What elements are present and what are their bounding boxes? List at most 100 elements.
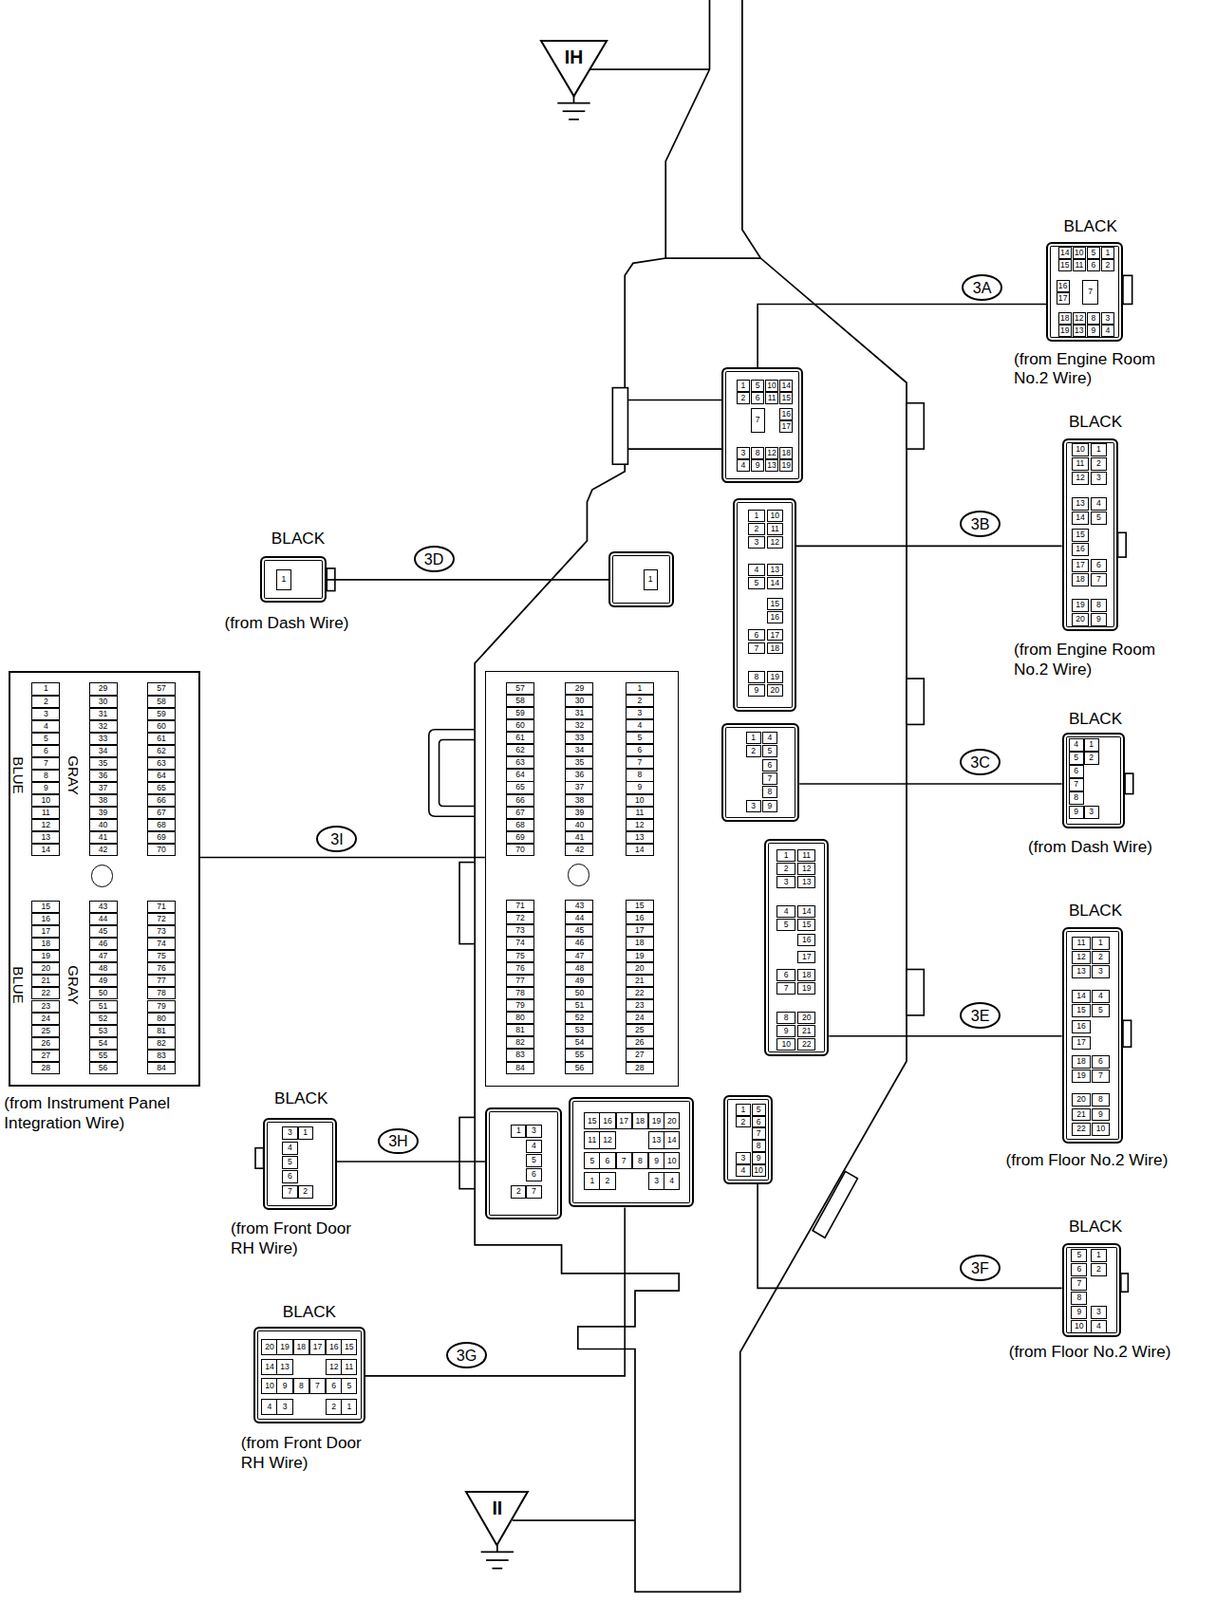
pin-number: 18 — [779, 447, 793, 460]
pin-number: 9 — [776, 1025, 795, 1038]
connector-latch — [1121, 1273, 1129, 1292]
pin-number: 7 — [1090, 573, 1107, 587]
pin-number: 12 — [1071, 471, 1088, 486]
code-text: 3H — [388, 1133, 409, 1149]
pin-number: 8 — [1086, 312, 1101, 325]
pin-number: 10 — [31, 794, 60, 807]
pin-number: 4 — [1068, 738, 1085, 752]
pin-number: 12 — [31, 819, 60, 832]
pin-number: 9 — [762, 800, 778, 813]
pin-number: 77 — [505, 974, 535, 988]
pin-number: 62 — [505, 744, 535, 757]
pin-number: 83 — [147, 1049, 176, 1063]
pin-number: 30 — [564, 694, 594, 708]
pin-number: 13 — [1072, 324, 1086, 337]
pin-number: 19 — [767, 671, 784, 684]
connector-face: BLACK14105115116216177181283191394 — [1046, 242, 1123, 342]
connector-face: BLACK11112213314415516171861972082192210 — [1062, 927, 1124, 1144]
pin-number: 63 — [147, 757, 176, 770]
pin-number: 11 — [340, 1359, 357, 1376]
pin-number: 82 — [147, 1037, 176, 1050]
pin-number: 67 — [505, 806, 535, 820]
pin-number: 3 — [1090, 1306, 1107, 1320]
pin-number: 14 — [1071, 990, 1090, 1004]
pin-number: 7 — [616, 1152, 633, 1170]
pin-number: 53 — [564, 1024, 594, 1037]
pin-number: 72 — [505, 912, 535, 925]
connector-code-oval: 3D — [413, 545, 455, 573]
pin-number: 16 — [779, 408, 793, 421]
pin-number: 11 — [583, 1131, 600, 1149]
wire-lead — [326, 579, 609, 581]
pin-number: 73 — [505, 924, 535, 937]
pin-number: 48 — [89, 962, 118, 975]
pin-number: 49 — [564, 974, 594, 988]
pin-number: 80 — [147, 1012, 176, 1026]
pin-number: 27 — [31, 1049, 60, 1063]
pin-number: 3 — [735, 1152, 750, 1165]
pin-number: 5 — [1070, 1249, 1087, 1263]
pin-number: 13 — [31, 831, 60, 844]
pin-number: 24 — [625, 1011, 655, 1025]
pin-number: 28 — [625, 1062, 655, 1075]
pin-number: 37 — [564, 781, 594, 794]
pin-number: 46 — [89, 937, 118, 951]
pin-number: 18 — [625, 936, 655, 950]
pin-number: 4 — [1101, 324, 1115, 337]
connector-code-oval: 3C — [959, 748, 1001, 776]
pin-number: 9 — [1091, 1108, 1110, 1123]
pin-number: 12 — [765, 447, 779, 460]
pin-number: 24 — [31, 1012, 60, 1026]
pin-number: 30 — [89, 695, 118, 709]
pin-number: 18 — [293, 1339, 310, 1356]
pin-number: 10 — [261, 1378, 278, 1395]
pin-number: 67 — [147, 806, 176, 820]
pin-number: 10 — [1072, 246, 1086, 260]
pin-number: 14 — [797, 905, 816, 918]
pin-number: 14 — [779, 379, 793, 393]
pin-number: 3 — [1101, 312, 1115, 325]
pin-number: 10 — [765, 379, 779, 393]
pin-number: 70 — [147, 843, 176, 857]
code-text: II — [491, 1499, 503, 1518]
connector-color-note: BLACK — [1068, 1218, 1123, 1235]
pin-number: 1 — [643, 569, 658, 591]
connector-code-oval: 3I — [316, 825, 357, 853]
pin-number: 7 — [751, 1127, 767, 1141]
pin-number: 47 — [564, 950, 594, 963]
pin-number: 69 — [147, 831, 176, 844]
pin-number: 42 — [89, 843, 118, 857]
pin-number: 16 — [1071, 542, 1088, 557]
pin-number: 62 — [147, 745, 176, 758]
pin-number: 7 — [525, 1185, 542, 1199]
code-text: 3E — [971, 1008, 991, 1024]
pin-number: 9 — [1070, 1306, 1087, 1320]
pin-number: 15 — [767, 598, 784, 611]
pin-number: 5 — [281, 1156, 298, 1170]
pin-number: 21 — [625, 974, 655, 988]
wire-color-label: GRAY — [66, 756, 81, 797]
pin-number: 60 — [505, 719, 535, 732]
pin-number: 18 — [1058, 312, 1072, 325]
pin-number: 7 — [625, 756, 655, 769]
pin-number: 75 — [505, 950, 535, 963]
pin-number: 83 — [505, 1048, 535, 1062]
pin-number: 78 — [147, 987, 176, 1000]
pin-number: 10 — [1070, 1320, 1087, 1334]
ground-triangle — [539, 38, 609, 98]
pin-number: 81 — [505, 1024, 535, 1037]
pin-number: 3 — [648, 1172, 665, 1190]
pin-number: 8 — [1090, 598, 1107, 613]
pin-number: 14 — [767, 577, 784, 590]
connector-color-note: BLACK — [274, 1091, 328, 1108]
pin-number: 16 — [625, 912, 655, 925]
pin-number: 13 — [1071, 497, 1088, 511]
pin-number: 3 — [281, 1126, 298, 1141]
pin-number: 15 — [1071, 528, 1088, 543]
pin-number: 10 — [1091, 1122, 1110, 1137]
connector-latch — [1124, 773, 1134, 795]
pin-number: 8 — [750, 447, 765, 460]
pin-number: 19 — [797, 982, 816, 995]
pin-number: 32 — [564, 719, 594, 732]
pin-number: 77 — [147, 974, 176, 988]
